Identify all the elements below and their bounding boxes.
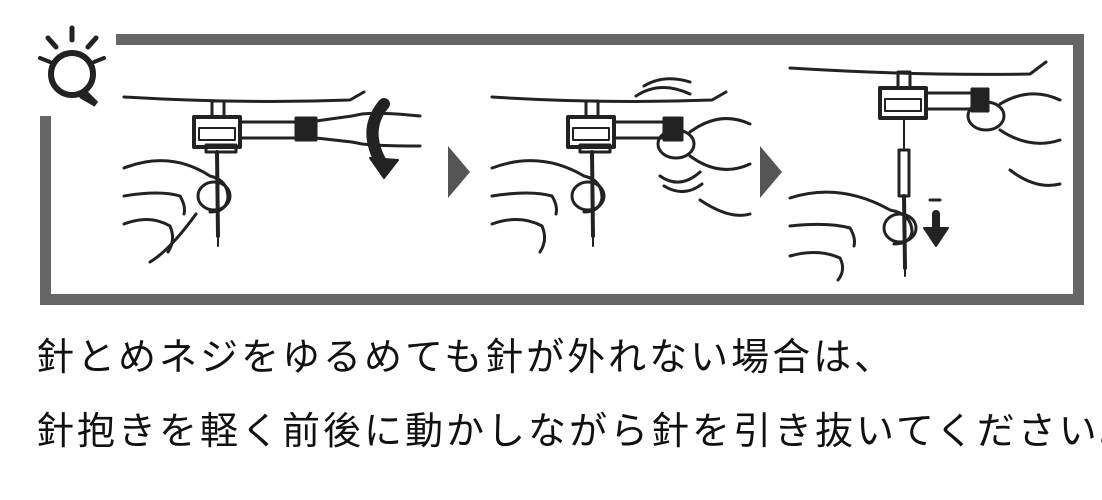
down-arrow-icon bbox=[923, 210, 949, 247]
curved-rotate-arrow-icon bbox=[366, 98, 390, 170]
step-1-illustration bbox=[122, 90, 422, 264]
caption-line-2: 針抱きを軽く前後に動かしながら針を引き抜いてください。 bbox=[36, 409, 1102, 453]
right-triangle-arrow-icon bbox=[760, 146, 782, 198]
figure-frame bbox=[40, 34, 1084, 305]
caption-line-1: 針とめネジをゆるめても針が外れない場合は、 bbox=[36, 335, 896, 379]
step-2-illustration bbox=[490, 77, 752, 254]
right-triangle-arrow-icon bbox=[448, 146, 470, 198]
step-3-illustration bbox=[788, 60, 1062, 282]
lightbulb-tip-icon bbox=[38, 25, 106, 107]
instruction-figure bbox=[38, 25, 1084, 305]
